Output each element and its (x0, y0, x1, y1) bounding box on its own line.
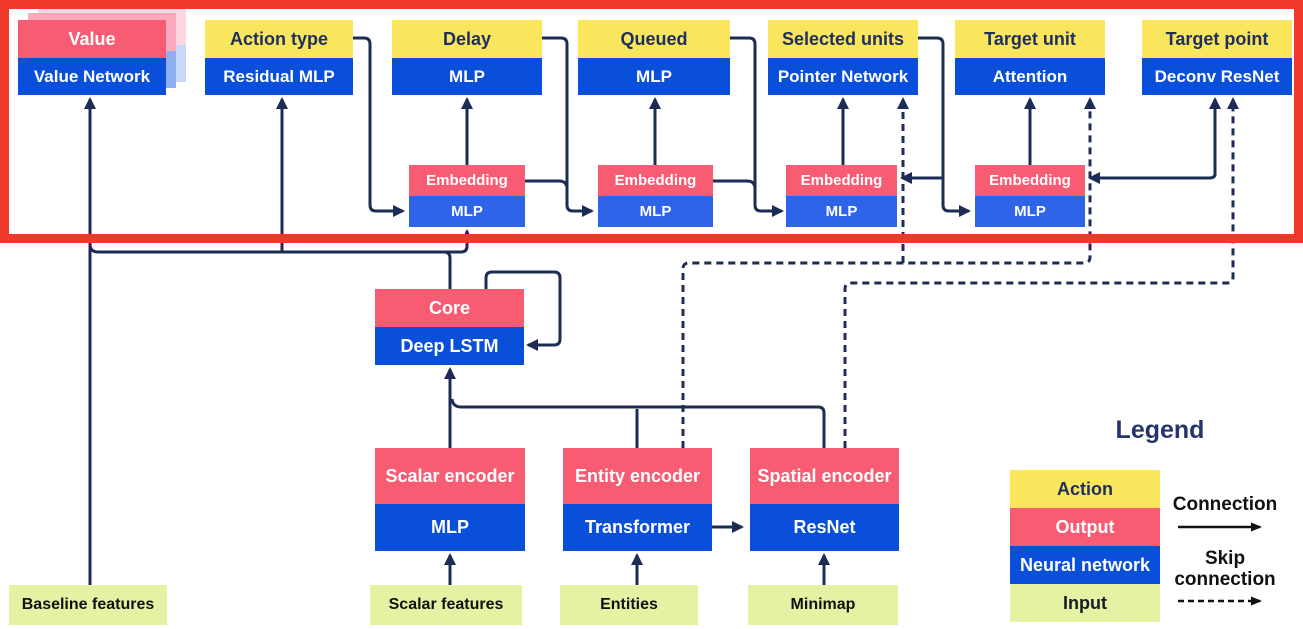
head-selected-units-network-label: Pointer Network (768, 58, 918, 95)
entity-encoder-label: Entity encoder (563, 448, 712, 504)
scalar-encoder: Scalar encoder MLP (375, 448, 525, 551)
head-target-point-action-label: Target point (1142, 20, 1292, 58)
legend-item-neural-network: Neural network (1010, 546, 1160, 584)
legend-title: Legend (1115, 416, 1205, 444)
embedding-1-label: Embedding (409, 165, 525, 196)
annotation-highlight-rectangle (0, 0, 1303, 243)
input-baseline-features: Baseline features (9, 585, 167, 625)
spatial-encoder: Spatial encoder ResNet (750, 448, 899, 551)
entity-encoder: Entity encoder Transformer (563, 448, 712, 551)
embedding-1: Embedding MLP (409, 165, 525, 227)
legend-item-action: Action (1010, 470, 1160, 508)
scalar-encoder-network-label: MLP (375, 504, 525, 551)
conn-spatial-encoder-to-lstm-bus (450, 398, 826, 448)
core-network-label: Deep LSTM (375, 327, 524, 365)
head-queued: Queued MLP (578, 20, 730, 95)
head-selected-units: Selected units Pointer Network (768, 20, 918, 95)
head-value: Value Value Network (18, 20, 166, 95)
head-target-unit: Target unit Attention (955, 20, 1105, 95)
spatial-encoder-network-label: ResNet (750, 504, 899, 551)
head-delay: Delay MLP (392, 20, 542, 95)
head-target-point: Target point Deconv ResNet (1142, 20, 1292, 95)
head-action-type: Action type Residual MLP (205, 20, 353, 95)
input-minimap: Minimap (748, 585, 898, 625)
input-entities: Entities (560, 585, 698, 625)
head-target-point-network-label: Deconv ResNet (1142, 58, 1292, 95)
legend-item-output: Output (1010, 508, 1160, 546)
legend-skip-label-line1: Skip (1204, 548, 1246, 569)
head-delay-action-label: Delay (392, 20, 542, 58)
head-queued-network-label: MLP (578, 58, 730, 95)
head-queued-action-label: Queued (578, 20, 730, 58)
conn-core-fanout-bus (88, 243, 452, 289)
spatial-encoder-label: Spatial encoder (750, 448, 899, 504)
core-block: Core Deep LSTM (375, 289, 524, 365)
legend-skip-label-line2: connection (1174, 569, 1276, 590)
head-value-network-label: Value Network (18, 58, 166, 95)
head-selected-units-action-label: Selected units (768, 20, 918, 58)
scalar-encoder-label: Scalar encoder (375, 448, 525, 504)
entity-encoder-network-label: Transformer (563, 504, 712, 551)
core-label: Core (375, 289, 524, 327)
head-delay-network-label: MLP (392, 58, 542, 95)
head-target-unit-action-label: Target unit (955, 20, 1105, 58)
head-action-type-network-label: Residual MLP (205, 58, 353, 95)
embedding-1-network-label: MLP (409, 196, 525, 227)
head-value-output-label: Value (18, 20, 166, 58)
legend-connection-label: Connection (1172, 494, 1278, 515)
head-action-type-action-label: Action type (205, 20, 353, 58)
input-scalar-features: Scalar features (370, 585, 522, 625)
legend-item-input: Input (1010, 584, 1160, 622)
head-target-unit-network-label: Attention (955, 58, 1105, 95)
